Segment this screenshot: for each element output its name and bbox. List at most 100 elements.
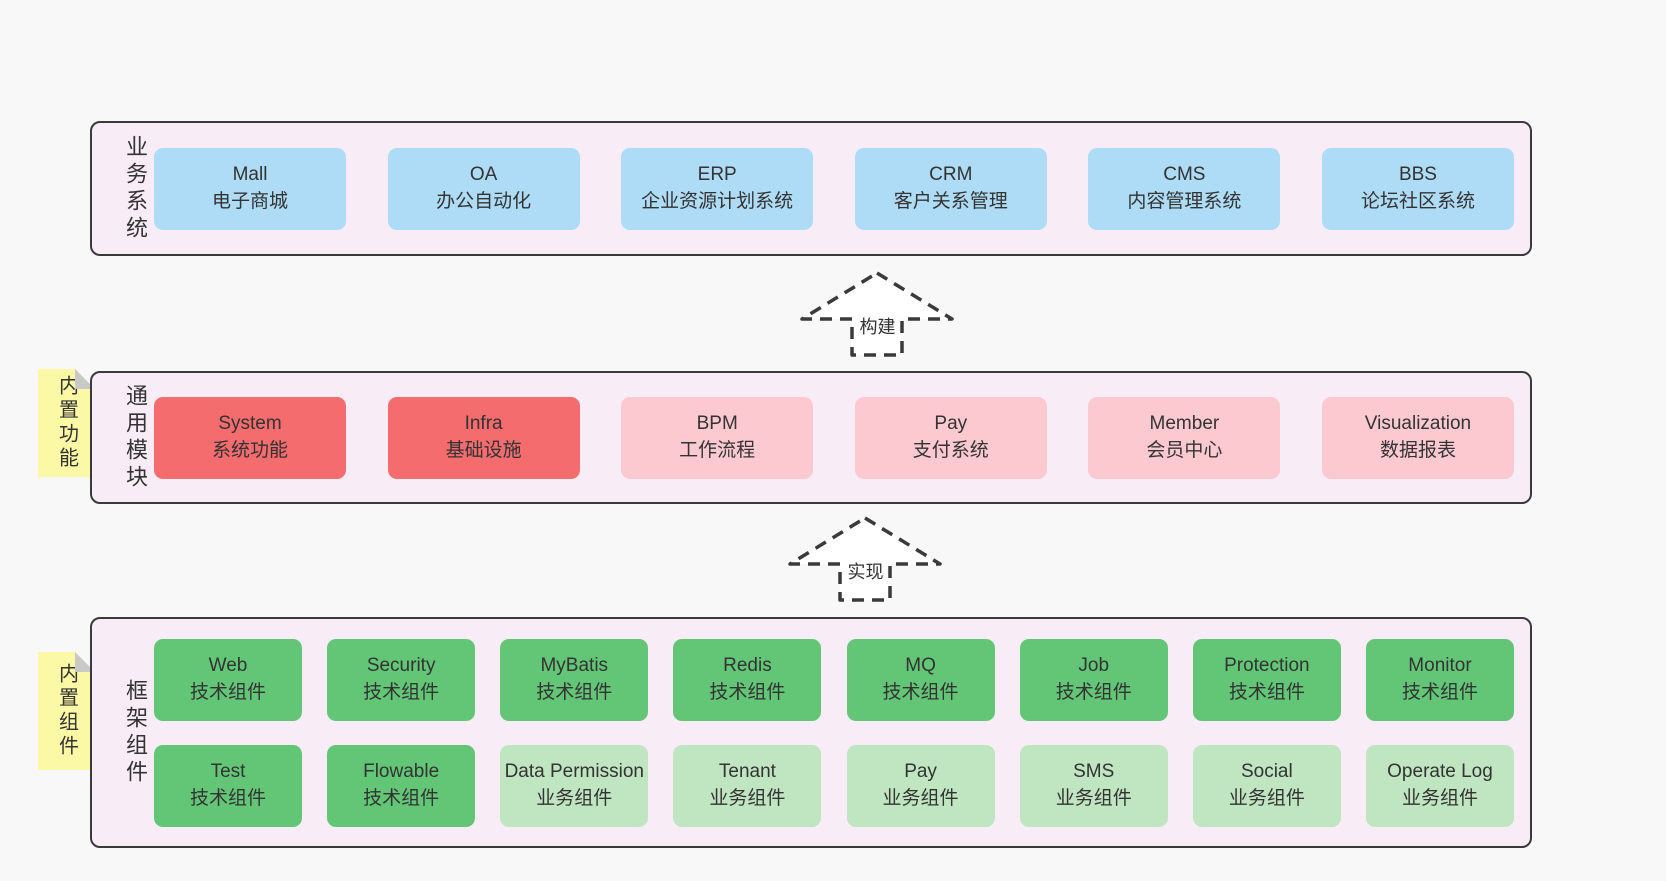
box-subtitle: 业务组件 <box>1055 787 1132 809</box>
panel-framework-components: 框架组件 Web 技术组件 Security 技术组件 MyBatis 技术组件… <box>90 617 1532 848</box>
box-name: Operate Log <box>1387 761 1493 783</box>
box-name: Flowable <box>363 761 440 783</box>
box-system: System 系统功能 <box>154 396 346 479</box>
box-infra: Infra 基础设施 <box>387 396 580 479</box>
box-protection: Protection 技术组件 <box>1192 638 1341 721</box>
box-web: Web 技术组件 <box>154 638 302 721</box>
box-subtitle: 技术组件 <box>363 681 440 703</box>
box-monitor: Monitor 技术组件 <box>1365 638 1514 721</box>
sticky-note-built-in-features: 内置功能 <box>38 369 95 477</box>
box-name: Tenant <box>718 761 776 783</box>
box-name: Redis <box>723 655 772 677</box>
box-pay-component: Pay 业务组件 <box>846 744 995 827</box>
box-row-top: Web 技术组件 Security 技术组件 MyBatis 技术组件 Redi… <box>154 638 1514 721</box>
box-subtitle: 技术组件 <box>709 681 786 703</box>
box-name: OA <box>469 164 498 186</box>
box-mq: MQ 技术组件 <box>846 638 995 721</box>
box-name: MyBatis <box>540 655 609 677</box>
panel-business-systems: 业务系统 Mall 电子商城 OA 办公自动化 ERP 企业资源计划系统 CRM… <box>90 121 1532 256</box>
box-social: Social 业务组件 <box>1192 744 1341 827</box>
box-subtitle: 技术组件 <box>882 681 959 703</box>
box-name: ERP <box>697 164 737 186</box>
box-security: Security 技术组件 <box>327 638 476 721</box>
box-oa: OA 办公自动化 <box>387 147 580 230</box>
box-subtitle: 技术组件 <box>1055 681 1132 703</box>
box-subtitle: 技术组件 <box>189 787 266 809</box>
box-subtitle: 技术组件 <box>1228 681 1305 703</box>
box-visualization: Visualization 数据报表 <box>1321 396 1514 479</box>
box-grid: Web 技术组件 Security 技术组件 MyBatis 技术组件 Redi… <box>146 638 1516 827</box>
box-row-bottom: Test 技术组件 Flowable 技术组件 Data Permission … <box>154 744 1514 827</box>
box-row: System 系统功能 Infra 基础设施 BPM 工作流程 Pay 支付系统… <box>146 396 1516 479</box>
box-name: CRM <box>929 164 973 186</box>
box-name: Infra <box>464 413 503 435</box>
box-subtitle: 支付系统 <box>912 439 989 461</box>
box-redis: Redis 技术组件 <box>673 638 822 721</box>
box-name: Test <box>210 761 246 783</box>
box-erp: ERP 企业资源计划系统 <box>621 147 814 230</box>
box-name: Pay <box>934 413 968 435</box>
box-member: Member 会员中心 <box>1088 396 1281 479</box>
box-subtitle: 业务组件 <box>882 787 959 809</box>
box-subtitle: 技术组件 <box>1401 681 1478 703</box>
box-subtitle: 业务组件 <box>1228 787 1305 809</box>
sticky-note-label: 内置功能 <box>55 375 78 471</box>
arrow-build: 构建 <box>800 270 955 358</box>
box-name: SMS <box>1073 761 1115 783</box>
box-name: MQ <box>905 655 936 677</box>
box-subtitle: 电子商城 <box>211 190 288 212</box>
box-subtitle: 业务组件 <box>536 787 613 809</box>
sticky-note-label: 内置组件 <box>55 663 78 759</box>
box-sms: SMS 业务组件 <box>1019 744 1168 827</box>
arrow-label: 构建 <box>857 316 898 339</box>
box-subtitle: 业务组件 <box>709 787 786 809</box>
box-subtitle: 基础设施 <box>445 439 522 461</box>
box-name: Visualization <box>1364 413 1472 435</box>
box-subtitle: 业务组件 <box>1401 787 1478 809</box>
arrow-implement: 实现 <box>788 515 943 603</box>
box-name: Web <box>208 655 248 677</box>
box-subtitle: 会员中心 <box>1146 439 1223 461</box>
panel-label: 框架组件 <box>123 678 148 787</box>
box-operate-log: Operate Log 业务组件 <box>1365 744 1514 827</box>
box-subtitle: 内容管理系统 <box>1127 190 1242 212</box>
box-name: Mall <box>232 164 268 186</box>
box-job: Job 技术组件 <box>1019 638 1168 721</box>
box-mall: Mall 电子商城 <box>154 147 346 230</box>
box-test: Test 技术组件 <box>154 744 302 827</box>
box-subtitle: 工作流程 <box>679 439 756 461</box>
box-tenant: Tenant 业务组件 <box>673 744 822 827</box>
box-subtitle: 企业资源计划系统 <box>641 190 794 212</box>
box-name: Social <box>1240 761 1293 783</box>
box-flowable: Flowable 技术组件 <box>327 744 476 827</box>
box-name: Data Permission <box>504 761 644 783</box>
box-subtitle: 技术组件 <box>189 681 266 703</box>
box-cms: CMS 内容管理系统 <box>1088 147 1281 230</box>
box-subtitle: 办公自动化 <box>436 190 532 212</box>
box-subtitle: 技术组件 <box>363 787 440 809</box>
box-name: BBS <box>1398 164 1437 186</box>
dashed-up-arrow-icon <box>800 271 954 357</box>
box-subtitle: 客户关系管理 <box>893 190 1008 212</box>
box-name: CMS <box>1163 164 1206 186</box>
box-name: Job <box>1078 655 1110 677</box>
box-name: Monitor <box>1408 655 1472 677</box>
box-name: Protection <box>1224 655 1310 677</box>
box-bbs: BBS 论坛社区系统 <box>1321 147 1514 230</box>
box-name: System <box>218 413 282 435</box>
box-subtitle: 数据报表 <box>1379 439 1456 461</box>
panel-common-modules: 通用模块 System 系统功能 Infra 基础设施 BPM 工作流程 Pay… <box>90 371 1532 504</box>
box-crm: CRM 客户关系管理 <box>854 147 1047 230</box>
box-name: Member <box>1149 413 1220 435</box>
box-name: Pay <box>904 761 937 783</box>
box-row: Mall 电子商城 OA 办公自动化 ERP 企业资源计划系统 CRM 客户关系… <box>146 147 1516 230</box>
box-name: BPM <box>696 413 738 435</box>
box-subtitle: 技术组件 <box>536 681 613 703</box>
box-subtitle: 论坛社区系统 <box>1360 190 1475 212</box>
box-name: Security <box>366 655 436 677</box>
box-pay: Pay 支付系统 <box>854 396 1047 479</box>
box-data-permission: Data Permission 业务组件 <box>500 744 649 827</box>
box-bpm: BPM 工作流程 <box>621 396 814 479</box>
panel-label: 通用模块 <box>123 383 148 492</box>
sticky-note-built-in-components: 内置组件 <box>38 652 95 770</box>
